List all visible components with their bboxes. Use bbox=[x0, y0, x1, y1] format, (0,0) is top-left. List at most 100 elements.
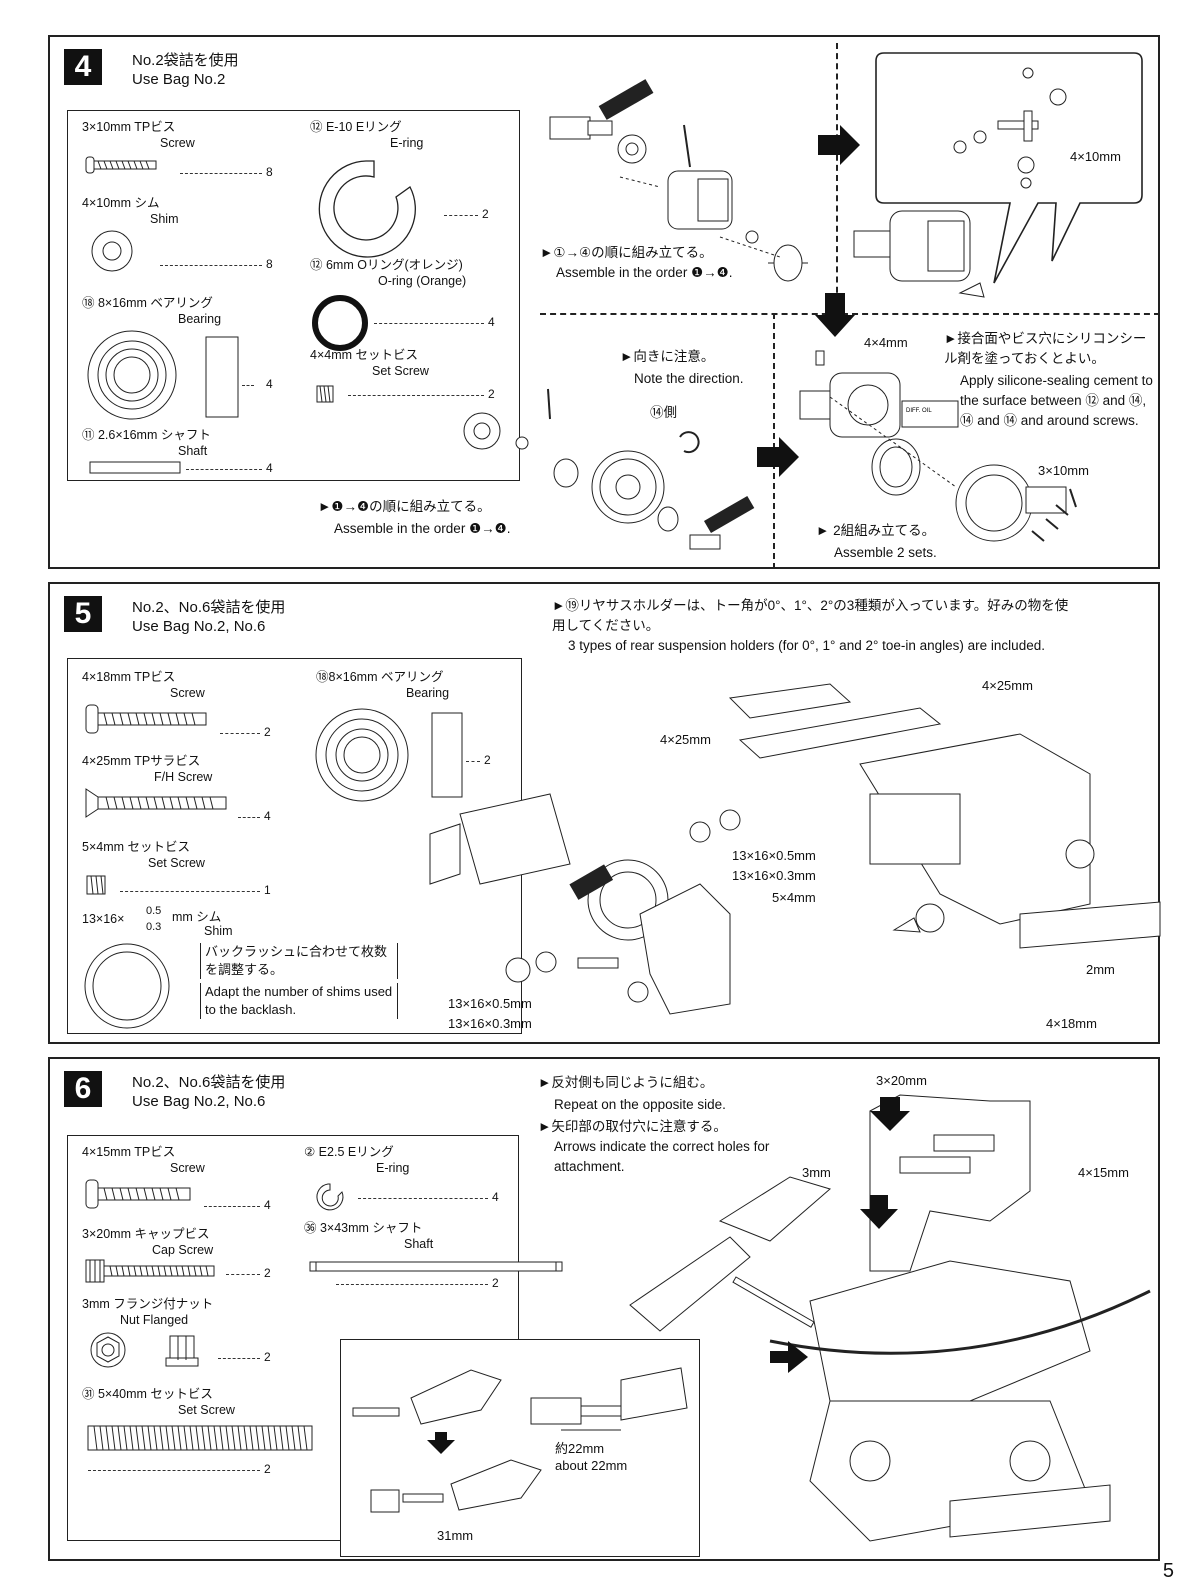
part-en: Screw bbox=[160, 136, 195, 150]
step-number: 4 bbox=[64, 49, 102, 85]
diff-oil-diagram: DIFF. OIL bbox=[799, 350, 1067, 542]
shim-thickness-a: 0.5 bbox=[146, 905, 162, 917]
size-label: 4×15mm bbox=[1078, 1165, 1129, 1180]
qty: 4 bbox=[492, 1190, 499, 1204]
part-name: 3mm フランジ付ナット bbox=[82, 1297, 214, 1311]
part-name: ⑱8×16mm ベアリング bbox=[316, 670, 444, 684]
shaft-icon bbox=[89, 461, 181, 474]
note-opposite-en: Repeat on the opposite side. bbox=[554, 1097, 726, 1112]
note-order2-jp: ►❶→❹の順に組み立てる。 bbox=[318, 499, 491, 514]
bag-info: No.2、No.6袋詰を使用 Use Bag No.2, No.6 bbox=[132, 598, 285, 636]
bag-info: No.2袋詰を使用 Use Bag No.2 bbox=[132, 51, 239, 89]
e-ring-icon bbox=[316, 1183, 344, 1211]
qty: 2 bbox=[484, 753, 491, 767]
part-en: Set Screw bbox=[372, 364, 429, 378]
part-en: Screw bbox=[170, 686, 205, 700]
about-en: about 22mm bbox=[555, 1458, 628, 1473]
parts-list: 3×10mm TPビス Screw 8 4×10mm シム Shim 8 ⑱ 8… bbox=[67, 110, 520, 481]
step-5-panel: 5 No.2、No.6袋詰を使用 Use Bag No.2, No.6 4×18… bbox=[48, 582, 1161, 1044]
part-name: ㊱ 3×43mm シャフト bbox=[304, 1221, 423, 1235]
part-name: ⑪ 2.6×16mm シャフト bbox=[82, 428, 211, 442]
set-screw-icon bbox=[87, 1425, 313, 1451]
part-en: O-ring (Orange) bbox=[378, 274, 467, 288]
part-name: 4×4mm セットビス bbox=[310, 348, 419, 362]
part-en: Nut Flanged bbox=[120, 1313, 189, 1327]
shim-size: 13×16×0.5mm bbox=[448, 996, 532, 1011]
part-en: Screw bbox=[170, 1161, 205, 1175]
part-unit: mm シム bbox=[172, 910, 222, 924]
part-en: Shaft bbox=[404, 1237, 434, 1251]
rear-suspension-diagram bbox=[429, 683, 1161, 1015]
part-name: 4×25mm TPサラビス bbox=[82, 754, 201, 768]
cap-screw-icon bbox=[85, 1259, 215, 1283]
part-name: 13×16× bbox=[82, 912, 125, 926]
note-opposite-jp: ►反対側も同じように組む。 bbox=[538, 1075, 714, 1090]
qty: 4 bbox=[264, 1198, 271, 1212]
step-4-panel: 4 No.2袋詰を使用 Use Bag No.2 3×10mm TPビス Scr… bbox=[48, 35, 1160, 569]
screw-icon bbox=[85, 156, 157, 174]
screw-icon bbox=[85, 704, 207, 734]
flat-head-screw-icon bbox=[85, 788, 227, 818]
bag-jp: No.2、No.6袋詰を使用 bbox=[132, 599, 286, 616]
size-label: 4×10mm bbox=[1070, 149, 1121, 164]
bag-en: Use Bag No.2 bbox=[132, 71, 226, 88]
size-label: 3×10mm bbox=[1038, 463, 1089, 478]
size-label: 3×20mm bbox=[876, 1073, 927, 1088]
part-name: 4×18mm TPビス bbox=[82, 670, 176, 684]
size-label: 3mm bbox=[802, 1165, 831, 1180]
about-jp: 約22mm bbox=[555, 1441, 605, 1456]
note-silicone-en: Apply silicone-sealing cement to the sur… bbox=[960, 373, 1153, 428]
backlash-jp: バックラッシュに合わせて枚数を調整する。 bbox=[200, 943, 398, 979]
step-number: 5 bbox=[64, 596, 102, 632]
size-label: 4×25mm bbox=[660, 732, 711, 747]
qty: 4 bbox=[266, 461, 273, 475]
size-label: 2mm bbox=[1086, 962, 1115, 977]
flanged-nut-icon bbox=[90, 1332, 199, 1368]
qty: 2 bbox=[264, 1462, 271, 1476]
qty: 4 bbox=[264, 809, 271, 823]
part-name: ⑫ E-10 Eリング bbox=[310, 120, 402, 134]
size-label: 4×25mm bbox=[982, 678, 1033, 693]
bearing-icon bbox=[87, 330, 239, 420]
front-assembly-diagram bbox=[629, 1094, 1151, 1542]
part-en: Bearing bbox=[406, 686, 450, 700]
o-ring-icon bbox=[312, 295, 368, 351]
side-label: ⑭側 bbox=[650, 405, 677, 420]
size-label: 4×18mm bbox=[1046, 1016, 1097, 1031]
down-arrow-icon bbox=[815, 293, 855, 337]
qty: 2 bbox=[264, 1266, 271, 1280]
part-name: ⑱ 8×16mm ベアリング bbox=[82, 296, 213, 310]
note-order2-en: Assemble in the order ❶→❹. bbox=[334, 521, 511, 536]
qty: 2 bbox=[264, 725, 271, 739]
bearing-icon bbox=[315, 708, 463, 802]
note-arrows-en: Arrows indicate the correct holes for at… bbox=[554, 1139, 770, 1174]
note-direction-jp: ►向きに注意。 bbox=[620, 349, 715, 364]
part-en: E-ring bbox=[390, 136, 424, 150]
screw-icon bbox=[85, 1179, 191, 1209]
shim-icon bbox=[84, 943, 170, 1029]
qty: 4 bbox=[488, 315, 495, 329]
qty: 2 bbox=[482, 207, 489, 221]
part-en: Cap Screw bbox=[152, 1243, 214, 1257]
parts-list: 4×15mm TPビス Screw 4 3×20mm キャップビス Cap Sc… bbox=[67, 1135, 563, 1541]
part-en: F/H Screw bbox=[154, 770, 213, 784]
diff-case-diagram bbox=[853, 210, 985, 298]
shim-size: 13×16×0.3mm bbox=[732, 868, 816, 883]
right-arrow-icon bbox=[757, 437, 799, 477]
page-number: 5 bbox=[1162, 1560, 1174, 1582]
note-direction-en: Note the direction. bbox=[634, 371, 744, 386]
size-label: 31mm bbox=[437, 1528, 474, 1543]
right-arrow-icon bbox=[818, 125, 860, 165]
bag-jp: No.2、No.6袋詰を使用 bbox=[132, 1074, 286, 1091]
part-name: 3×20mm キャップビス bbox=[82, 1227, 210, 1241]
gear-assembly-diagram bbox=[463, 388, 755, 550]
shaft-icon bbox=[309, 1261, 563, 1272]
part-en: Shim bbox=[204, 924, 233, 938]
part-name: ⑫ 6mm Oリング(オレンジ) bbox=[310, 258, 463, 272]
bag-jp: No.2袋詰を使用 bbox=[132, 52, 239, 69]
part-en: E-ring bbox=[376, 1161, 410, 1175]
qty: 8 bbox=[266, 165, 273, 179]
shim-size: 13×16×0.3mm bbox=[448, 1016, 532, 1031]
part-name: 3×10mm TPビス bbox=[82, 120, 176, 134]
note-order-jp: ►①→④の順に組み立てる。 bbox=[540, 245, 713, 260]
